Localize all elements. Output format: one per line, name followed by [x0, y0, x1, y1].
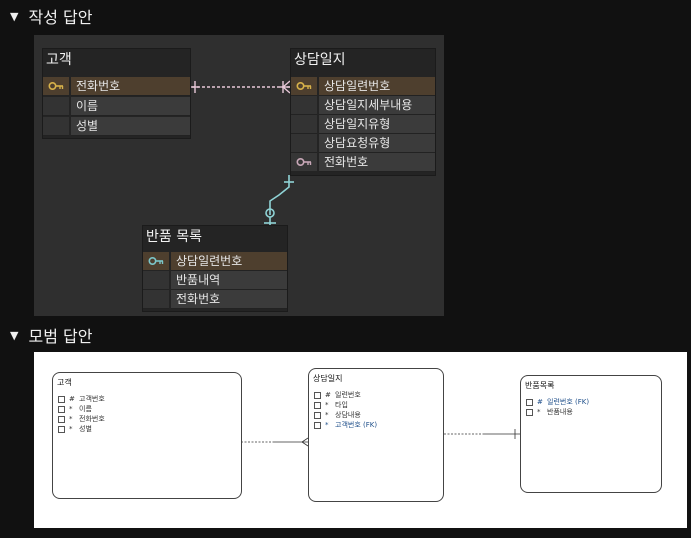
attribute-name: 고객번호 [79, 395, 105, 403]
attribute-row[interactable]: * 전화번호 [53, 414, 241, 424]
entity-consult[interactable]: 상담일지 상담일련번호 상담일지세부내용 상담일지유형 상담요청유형 전화번호 [290, 48, 436, 176]
attr-marker: * [325, 421, 329, 429]
attr-marker: * [325, 411, 329, 419]
attribute-name: 타입 [335, 401, 348, 409]
entity-title: 상담일지 [294, 52, 346, 68]
attribute-name: 전화번호 [71, 77, 190, 96]
attribute-row[interactable]: 상담일지유형 [291, 115, 435, 134]
attribute-name: 성별 [79, 425, 92, 433]
attribute-row[interactable]: 상담요청유형 [291, 134, 435, 153]
attr-marker: * [537, 408, 541, 416]
section-header-written[interactable]: ▼ 작성 답안 [10, 4, 92, 28]
attribute-row[interactable]: * 상담내용 [309, 410, 443, 420]
foreign-key-icon [143, 252, 169, 270]
attribute-name: 일련번호 [335, 391, 361, 399]
attribute-row[interactable]: 전화번호 [43, 77, 190, 96]
attribute-row[interactable]: 전화번호 [143, 290, 287, 309]
key-cell [43, 97, 69, 116]
section-title: 모범 답안 [28, 327, 93, 346]
attribute-name: 상담일련번호 [319, 77, 435, 96]
attribute-name: 상담내용 [335, 411, 361, 419]
collapse-triangle-icon[interactable]: ▼ [10, 9, 19, 23]
relationship-consult-returns [264, 175, 294, 225]
entity-title: 반품목록 [525, 381, 555, 390]
attr-marker: # [537, 398, 543, 406]
key-cell [291, 96, 317, 115]
attribute-name: 일련번호 (FK) [547, 398, 590, 406]
attribute-row[interactable]: 반품내역 [143, 271, 287, 290]
checkbox-icon [58, 425, 65, 433]
checkbox-icon [526, 398, 533, 406]
relationship-customer-consult [187, 80, 291, 94]
attribute-name: 상담일지세부내용 [319, 96, 435, 115]
attribute-name: 전화번호 [171, 290, 287, 309]
entity-title: 고객 [46, 52, 72, 68]
relationship-consult-returns [444, 429, 520, 439]
entity-title: 고객 [57, 378, 72, 387]
checkbox-icon [526, 408, 533, 416]
attr-marker: * [325, 401, 329, 409]
attr-marker: * [69, 425, 73, 433]
entity-returns[interactable]: 반품 목록 상담일련번호 반품내역 전화번호 [142, 225, 288, 312]
checkbox-icon [58, 395, 65, 403]
attribute-name: 반품내용 [547, 408, 573, 416]
section-title: 작성 답안 [28, 8, 93, 27]
attribute-row[interactable]: 이름 [43, 97, 190, 116]
checkbox-icon [58, 405, 65, 413]
attribute-name: 상담요청유형 [319, 134, 435, 153]
key-cell [291, 115, 317, 134]
attribute-row[interactable]: # 고객번호 [53, 394, 241, 404]
key-cell [291, 134, 317, 153]
attribute-name: 상담일지유형 [319, 115, 435, 134]
attribute-name: 상담일련번호 [171, 252, 287, 271]
entity-customer[interactable]: 고객 전화번호 이름 성별 [42, 48, 191, 139]
attribute-name: 성별 [71, 117, 190, 136]
entity-title: 상담일지 [313, 374, 343, 383]
attribute-row[interactable]: 성별 [43, 117, 190, 136]
model-entity-consult[interactable]: 상담일지 # 일련번호 * 타입 * 상담내용 * 고객번호 (FK) [308, 368, 444, 502]
attribute-row[interactable]: * 성별 [53, 424, 241, 434]
attribute-name: 반품내역 [171, 271, 287, 290]
primary-key-icon [43, 77, 69, 95]
attribute-row[interactable]: 상담일련번호 [143, 252, 287, 271]
attribute-row[interactable]: 상담일지세부내용 [291, 96, 435, 115]
attribute-row[interactable]: * 타입 [309, 400, 443, 410]
attribute-row[interactable]: # 일련번호 [309, 390, 443, 400]
attribute-row[interactable]: # 일련번호 (FK) [521, 397, 661, 407]
attribute-name: 고객번호 (FK) [335, 421, 378, 429]
collapse-triangle-icon[interactable]: ▼ [10, 328, 19, 342]
attribute-row[interactable]: * 이름 [53, 404, 241, 414]
checkbox-icon [58, 415, 65, 423]
attribute-row[interactable]: * 고객번호 (FK) [309, 420, 443, 430]
attribute-name: 전화번호 [79, 415, 105, 423]
attribute-row[interactable]: 상담일련번호 [291, 77, 435, 96]
foreign-key-icon [291, 153, 317, 171]
key-cell [143, 271, 169, 290]
erd-canvas-written: 고객 전화번호 이름 성별 상담일지 상담일련번호 상담일지세부내용 [34, 35, 444, 316]
attribute-row[interactable]: * 반품내용 [521, 407, 661, 417]
attr-marker: # [325, 391, 331, 399]
key-cell [143, 290, 169, 309]
key-cell [43, 117, 69, 136]
attribute-name: 이름 [79, 405, 92, 413]
primary-key-icon [291, 77, 317, 95]
checkbox-icon [314, 421, 321, 429]
attr-marker: # [69, 395, 75, 403]
attribute-row[interactable]: 전화번호 [291, 153, 435, 172]
checkbox-icon [314, 401, 321, 409]
model-entity-customer[interactable]: 고객 # 고객번호 * 이름 * 전화번호 * 성별 [52, 372, 242, 499]
attribute-name: 전화번호 [319, 153, 435, 172]
attribute-name: 이름 [71, 97, 190, 116]
checkbox-icon [314, 391, 321, 399]
entity-title: 반품 목록 [146, 229, 202, 245]
checkbox-icon [314, 411, 321, 419]
attr-marker: * [69, 405, 73, 413]
relationship-customer-consult [241, 437, 309, 447]
erd-canvas-model: 고객 #고객번호 *이름 *전화번호 *성별 상담일지 #일련번호 *타입 *상… [34, 352, 687, 528]
section-header-model[interactable]: ▼ 모범 답안 [10, 323, 92, 347]
model-entity-returns[interactable]: 반품목록 # 일련번호 (FK) * 반품내용 [520, 375, 662, 493]
attr-marker: * [69, 415, 73, 423]
